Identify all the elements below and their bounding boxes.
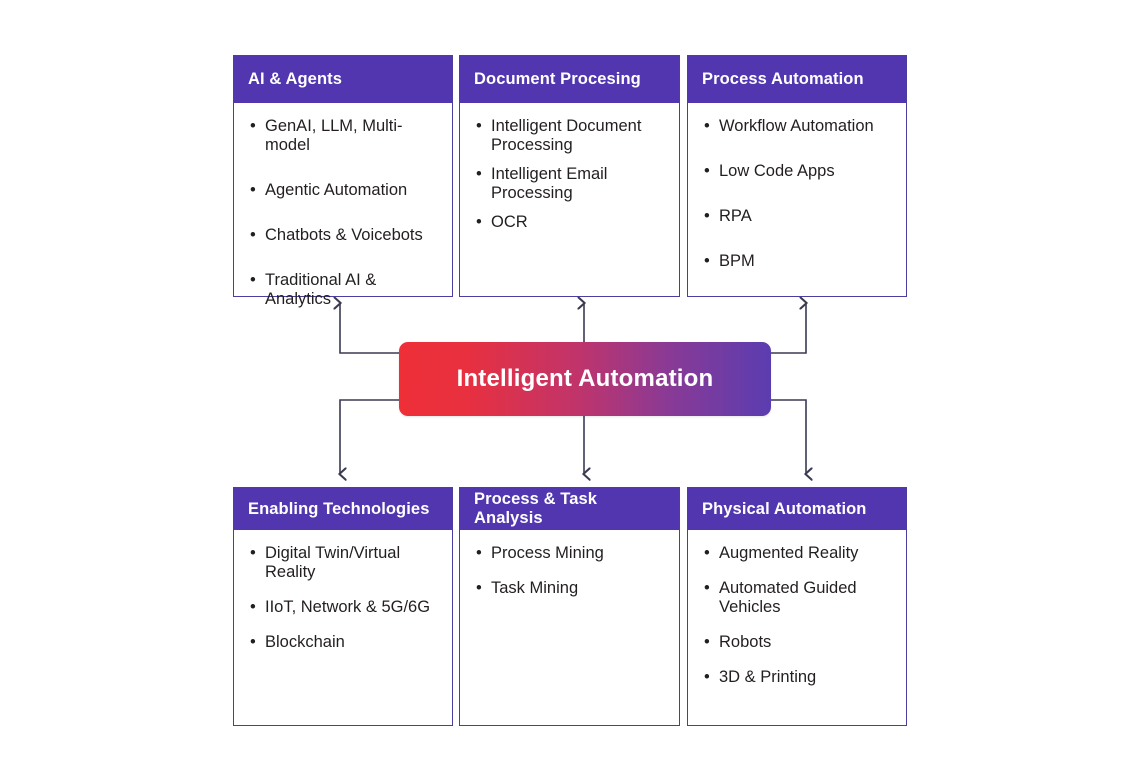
list-item-label: 3D & Printing (719, 668, 817, 686)
bullet-dot-icon: • (704, 544, 710, 562)
list-item: • Workflow Automation (702, 117, 894, 136)
list-item: • BPM (702, 252, 894, 271)
list-item: • Traditional AI & Analytics (248, 271, 440, 309)
bullet-dot-icon: • (704, 252, 710, 270)
card-process-task-analysis[interactable]: Process & Task Analysis • Process Mining… (459, 487, 680, 726)
connector-center-to-process-automation (771, 303, 806, 354)
list-item: • Digital Twin/Virtual Reality (248, 544, 440, 582)
card-ai-agents[interactable]: AI & Agents • GenAI, LLM, Multi-model • … (233, 55, 453, 308)
bullet-list-physical-automation: • Augmented Reality • Automated Guided V… (702, 544, 894, 687)
card-body-process-automation: • Workflow Automation • Low Code Apps • … (688, 103, 906, 296)
card-body-process-task-analysis: • Process Mining • Task Mining (460, 530, 679, 725)
bullet-dot-icon: • (704, 117, 710, 135)
bullet-dot-icon: • (476, 117, 482, 135)
bullet-dot-icon: • (250, 598, 256, 616)
bullet-dot-icon: • (476, 579, 482, 597)
card-header-enabling-technologies: Enabling Technologies (234, 488, 452, 530)
list-item-label: Robots (719, 633, 772, 651)
bullet-dot-icon: • (250, 633, 256, 651)
center-node-label: Intelligent Automation (456, 365, 714, 392)
card-header-process-task-analysis: Process & Task Analysis (460, 488, 679, 530)
list-item-label: Automated Guided Vehicles (719, 579, 857, 616)
card-body-ai-agents: • GenAI, LLM, Multi-model • Agentic Auto… (234, 103, 452, 319)
bullet-dot-icon: • (476, 544, 482, 562)
list-item: • Augmented Reality (702, 544, 894, 563)
bullet-dot-icon: • (704, 162, 710, 180)
list-item: • Agentic Automation (248, 181, 440, 200)
bullet-dot-icon: • (476, 165, 482, 183)
list-item: • RPA (702, 207, 894, 226)
list-item: • Robots (702, 633, 894, 652)
bullet-dot-icon: • (704, 579, 710, 597)
list-item-label: Agentic Automation (265, 181, 408, 199)
list-item: • Task Mining (474, 579, 667, 598)
connector-center-to-physical-automation (771, 399, 806, 474)
list-item-label: BPM (719, 252, 755, 270)
bullet-dot-icon: • (704, 668, 710, 686)
list-item: • GenAI, LLM, Multi-model (248, 117, 440, 155)
card-enabling-technologies[interactable]: Enabling Technologies • Digital Twin/Vir… (233, 487, 453, 726)
list-item-label: RPA (719, 207, 752, 225)
bullet-dot-icon: • (250, 117, 256, 135)
card-header-process-automation: Process Automation (688, 56, 906, 103)
bullet-list-enabling-technologies: • Digital Twin/Virtual Reality • IIoT, N… (248, 544, 440, 652)
list-item: • Chatbots & Voicebots (248, 226, 440, 245)
list-item-label: Low Code Apps (719, 162, 835, 180)
list-item-label: Traditional AI & Analytics (265, 271, 377, 308)
bullet-list-process-task-analysis: • Process Mining • Task Mining (474, 544, 667, 598)
card-document-processing[interactable]: Document Procesing • Intelligent Documen… (459, 55, 680, 297)
bullet-list-ai-agents: • GenAI, LLM, Multi-model • Agentic Auto… (248, 117, 440, 309)
bullet-list-document-processing: • Intelligent Document Processing • Inte… (474, 117, 667, 232)
list-item-label: Augmented Reality (719, 544, 859, 562)
list-item: • Process Mining (474, 544, 667, 563)
list-item-label: GenAI, LLM, Multi-model (265, 117, 403, 154)
card-header-physical-automation: Physical Automation (688, 488, 906, 530)
list-item-label: Blockchain (265, 633, 345, 651)
bullet-dot-icon: • (476, 213, 482, 231)
card-header-document-processing: Document Procesing (460, 56, 679, 103)
bullet-dot-icon: • (704, 633, 710, 651)
list-item-label: IIoT, Network & 5G/6G (265, 598, 431, 616)
card-header-ai-agents: AI & Agents (234, 56, 452, 103)
center-node-intelligent-automation[interactable]: Intelligent Automation (399, 342, 771, 416)
connector-center-to-enabling-technologies (340, 399, 399, 474)
list-item-label: Process Mining (491, 544, 604, 562)
bullet-list-process-automation: • Workflow Automation • Low Code Apps • … (702, 117, 894, 271)
bullet-dot-icon: • (250, 271, 256, 289)
list-item: • 3D & Printing (702, 668, 894, 687)
card-physical-automation[interactable]: Physical Automation • Augmented Reality … (687, 487, 907, 726)
list-item-label: Workflow Automation (719, 117, 874, 135)
list-item-label: Intelligent Email Processing (491, 165, 608, 202)
list-item: • Blockchain (248, 633, 440, 652)
card-process-automation[interactable]: Process Automation • Workflow Automation… (687, 55, 907, 297)
list-item-label: OCR (491, 213, 528, 231)
bullet-dot-icon: • (250, 181, 256, 199)
card-body-document-processing: • Intelligent Document Processing • Inte… (460, 103, 679, 296)
bullet-dot-icon: • (704, 207, 710, 225)
bullet-dot-icon: • (250, 544, 256, 562)
list-item: • Intelligent Document Processing (474, 117, 667, 155)
list-item: • OCR (474, 213, 667, 232)
list-item-label: Task Mining (491, 579, 579, 597)
list-item-label: Digital Twin/Virtual Reality (265, 544, 401, 581)
card-body-enabling-technologies: • Digital Twin/Virtual Reality • IIoT, N… (234, 530, 452, 725)
list-item: • Automated Guided Vehicles (702, 579, 894, 617)
list-item-label: Chatbots & Voicebots (265, 226, 423, 244)
list-item: • Intelligent Email Processing (474, 165, 667, 203)
bullet-dot-icon: • (250, 226, 256, 244)
list-item: • Low Code Apps (702, 162, 894, 181)
list-item: • IIoT, Network & 5G/6G (248, 598, 440, 617)
list-item-label: Intelligent Document Processing (491, 117, 642, 154)
card-body-physical-automation: • Augmented Reality • Automated Guided V… (688, 530, 906, 725)
